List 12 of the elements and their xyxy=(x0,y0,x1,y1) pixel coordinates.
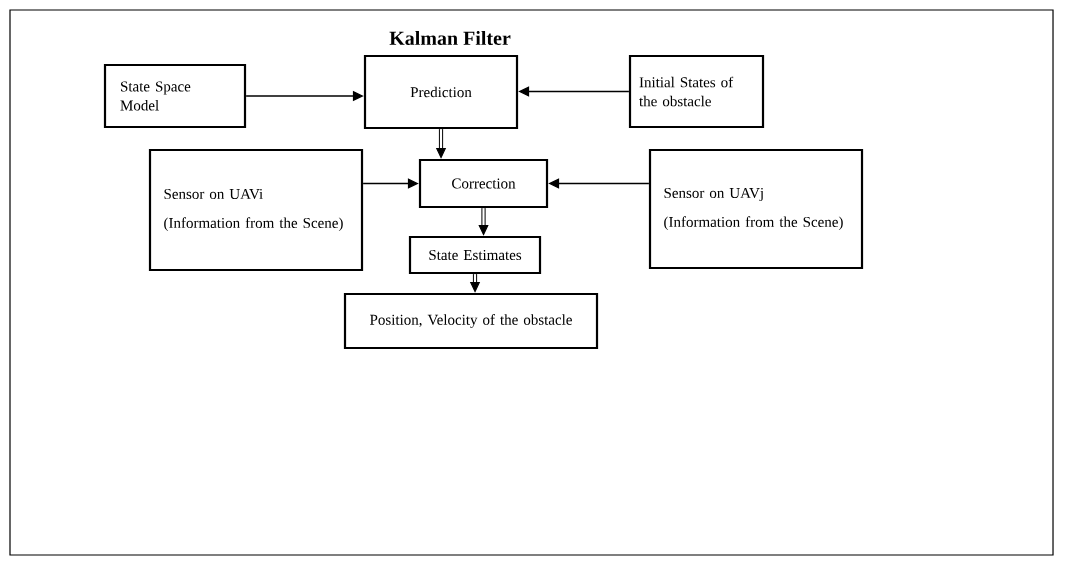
process-box: State Space Model xyxy=(103,63,247,129)
arrow xyxy=(478,208,489,236)
process-box: Position, Velocity of the obstacle xyxy=(343,292,599,350)
process-box: Sensor on UAVi (Information from the Scene) xyxy=(148,148,364,272)
title: Kalman Filter xyxy=(389,30,511,45)
arrow xyxy=(470,274,480,293)
process-box: Correction xyxy=(418,158,549,209)
process-box: Sensor on UAVj (Information from the Scene) xyxy=(648,148,864,270)
process-box: Prediction xyxy=(363,54,519,130)
process-box: State Estimates xyxy=(408,235,542,275)
process-box: Initial States of the obstacle xyxy=(628,54,765,129)
arrow xyxy=(436,129,446,159)
